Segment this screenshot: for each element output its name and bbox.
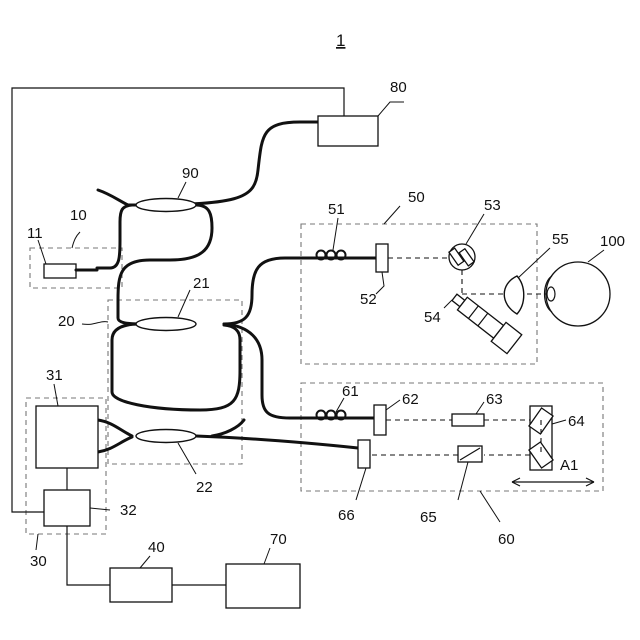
leader-66 — [356, 468, 366, 500]
fiber-21-to-61 — [224, 324, 316, 418]
box-70 — [226, 564, 300, 608]
leader-50 — [384, 206, 400, 224]
label-10: 10 — [70, 207, 87, 224]
label-40: 40 — [148, 539, 165, 556]
fiber-coupler-90 — [136, 199, 196, 212]
corner-mirror-64 — [529, 406, 553, 470]
collimator-66 — [358, 440, 370, 468]
label-21: 21 — [193, 275, 210, 292]
fiber-90-to-80 — [128, 122, 318, 205]
leader-62 — [386, 400, 400, 410]
leader-70 — [264, 548, 270, 564]
label-31: 31 — [46, 367, 63, 384]
label-62: 62 — [402, 391, 419, 408]
leader-64 — [552, 420, 566, 424]
label-30: 30 — [30, 553, 47, 570]
leader-22 — [178, 443, 196, 474]
leader-65 — [458, 462, 468, 500]
collimator-62 — [374, 405, 386, 435]
leader-20 — [82, 322, 108, 325]
label-80: 80 — [390, 79, 407, 96]
label-50: 50 — [408, 189, 425, 206]
label-70: 70 — [270, 531, 287, 548]
detector-31 — [36, 406, 98, 468]
label-32: 32 — [120, 502, 137, 519]
label-63: 63 — [486, 391, 503, 408]
leader-32 — [90, 508, 110, 510]
leader-60 — [480, 491, 500, 522]
leader-52 — [376, 272, 384, 294]
leader-40 — [140, 556, 150, 568]
fiber-11-to-90 — [97, 205, 132, 268]
eye-100 — [545, 262, 611, 326]
fiber-22-to-66 — [196, 436, 358, 448]
label-20: 20 — [58, 313, 75, 330]
processor-32 — [44, 490, 90, 526]
fiber-31-to-22-b — [98, 437, 132, 452]
leader-30 — [36, 534, 38, 550]
label-11: 11 — [27, 225, 43, 242]
fiber-21-to-51 — [224, 258, 316, 324]
leader-80 — [378, 102, 404, 116]
dispersion-element-63 — [452, 414, 484, 426]
fiber-90-free-end — [98, 190, 128, 205]
movement-arrow-a1 — [512, 478, 594, 486]
label-64: 64 — [568, 413, 585, 430]
fiber-coupler-21 — [136, 318, 196, 331]
label-100: 100 — [600, 233, 625, 250]
fiber-22-branch — [212, 420, 244, 436]
objective-lens-55 — [504, 276, 524, 314]
leader-100 — [588, 250, 604, 262]
leader-54 — [444, 300, 452, 308]
leader-53 — [466, 214, 484, 244]
label-55: 55 — [552, 231, 569, 248]
leader-51 — [333, 218, 338, 250]
label-22: 22 — [196, 479, 213, 496]
wire-32-to-40 — [67, 526, 110, 585]
figure-number: 1 — [336, 31, 345, 50]
label-66: 66 — [338, 507, 355, 524]
label-65: 65 — [420, 509, 437, 526]
label-60: 60 — [498, 531, 515, 548]
leader-90 — [178, 182, 186, 198]
fiber-coupler-22 — [136, 430, 196, 443]
attenuator-65 — [458, 446, 482, 462]
leader-63 — [476, 402, 484, 414]
label-54: 54 — [424, 309, 441, 326]
fiber-21-loop — [112, 324, 240, 410]
leader-21 — [178, 290, 190, 317]
label-90: 90 — [182, 165, 199, 182]
leader-11 — [38, 240, 46, 264]
leader-31 — [54, 384, 58, 406]
scanner-53 — [449, 244, 475, 270]
leader-55 — [518, 248, 550, 278]
label-52: 52 — [360, 291, 377, 308]
fiber-90-to-21 — [118, 205, 212, 324]
label-53: 53 — [484, 197, 501, 214]
box-80 — [318, 116, 378, 146]
label-51: 51 — [328, 201, 345, 218]
label-61: 61 — [342, 383, 359, 400]
label-a1: A1 — [560, 457, 578, 474]
collimator-52 — [376, 244, 388, 272]
box-40 — [110, 568, 172, 602]
light-source-11 — [44, 264, 76, 278]
fiber-31-to-22-a — [98, 420, 132, 436]
leader-10 — [72, 232, 80, 248]
